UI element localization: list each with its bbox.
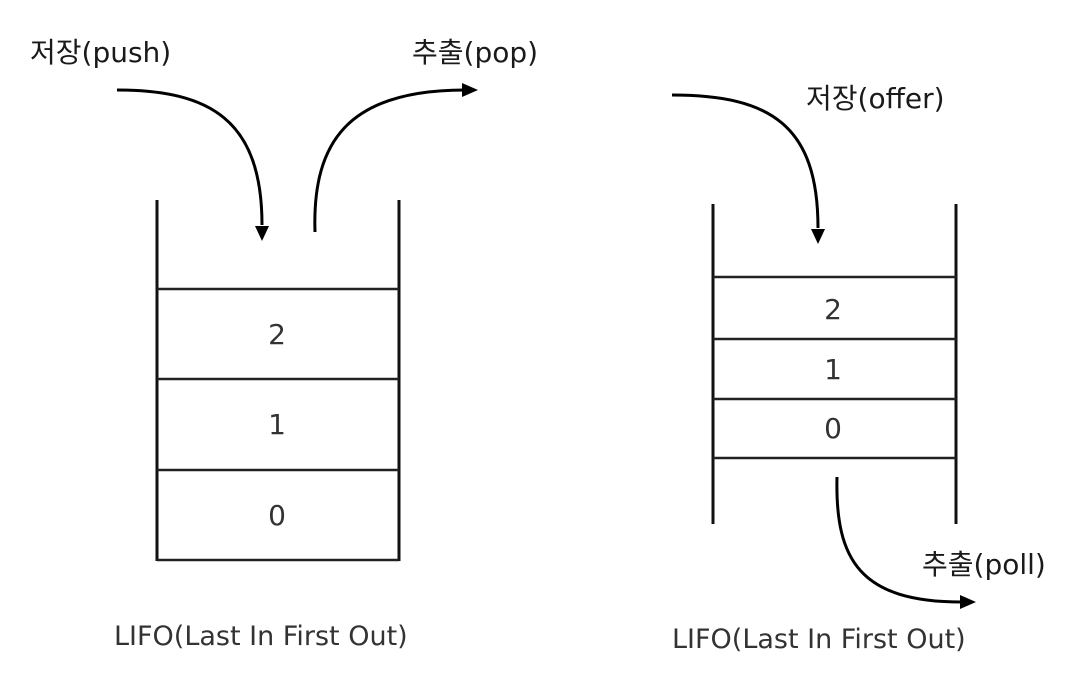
queue-cell-2: 2 <box>824 293 842 326</box>
pop-label: 추출(pop) <box>412 36 538 69</box>
queue-cell-1: 1 <box>824 353 842 386</box>
poll-arrow <box>835 476 963 604</box>
offer-label: 저장(offer) <box>806 82 945 115</box>
queue-cell-0: 0 <box>824 412 842 445</box>
stack-cell-1: 1 <box>268 408 286 441</box>
stack-cell-2: 2 <box>268 318 286 351</box>
stack-diagram: 2 1 0 저장(push) 추출(pop) LIFO(Last In Firs… <box>30 36 538 652</box>
push-arrowhead <box>255 226 269 241</box>
pop-arrow <box>313 88 466 233</box>
push-arrow <box>116 88 264 226</box>
stack-cell-0: 0 <box>268 499 286 532</box>
offer-arrowhead <box>811 229 825 244</box>
push-label: 저장(push) <box>30 36 171 69</box>
offer-arrow <box>671 93 820 229</box>
poll-arrowhead <box>960 595 976 609</box>
pop-arrowhead <box>462 83 478 97</box>
queue-caption: LIFO(Last In First Out) <box>672 624 966 655</box>
poll-label: 추출(poll) <box>922 548 1046 581</box>
stack-caption: LIFO(Last In First Out) <box>114 621 408 652</box>
queue-diagram: 2 1 0 저장(offer) 추출(poll) LIFO(Last In Fi… <box>671 82 1046 655</box>
